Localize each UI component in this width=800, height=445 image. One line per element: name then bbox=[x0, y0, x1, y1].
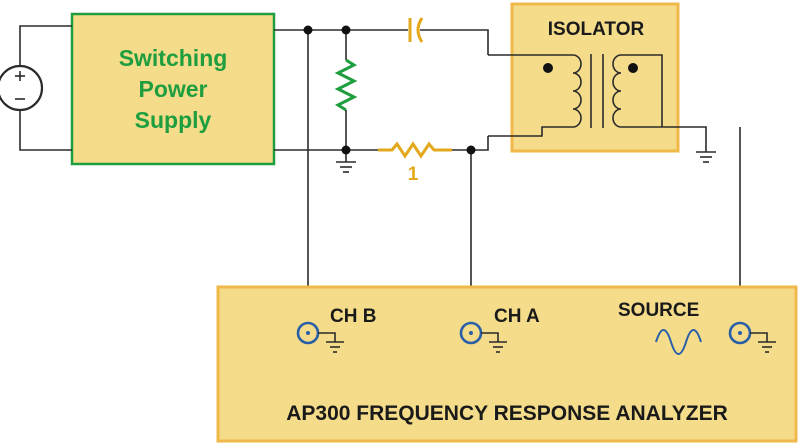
resistor-right-wire bbox=[452, 136, 489, 151]
source-label: SOURCE bbox=[618, 300, 699, 321]
voltage-source-icon bbox=[0, 25, 72, 151]
junction-dot bbox=[341, 145, 351, 155]
frequency-response-analyzer: CH B CH A SOURCE AP300 FREQUENCY RESPONS… bbox=[216, 285, 798, 443]
isolator-label: ISOLATOR bbox=[548, 19, 645, 40]
analyzer-title: AP300 FREQUENCY RESPONSE ANALYZER bbox=[286, 402, 728, 425]
injection-resistor: 1 bbox=[378, 141, 452, 185]
resistor-icon bbox=[334, 30, 358, 150]
transformer-icon bbox=[488, 54, 741, 327]
psu-label-line1: Switching bbox=[119, 45, 228, 71]
switching-power-supply: Switching Power Supply bbox=[70, 12, 276, 166]
bnc-connector-icon bbox=[459, 321, 507, 353]
injection-resistor-value: 1 bbox=[408, 164, 419, 185]
capacitor-right-wire bbox=[420, 29, 489, 55]
ch-b-label: CH B bbox=[330, 306, 376, 327]
junction-dot bbox=[341, 25, 351, 35]
junction-dot bbox=[303, 25, 313, 35]
bnc-connector-icon bbox=[728, 321, 776, 353]
capacitor-icon bbox=[408, 17, 424, 43]
bnc-connector-icon bbox=[296, 321, 344, 353]
psu-label-line3: Supply bbox=[135, 107, 212, 133]
isolator: ISOLATOR bbox=[510, 2, 680, 153]
junction-dot bbox=[466, 145, 476, 155]
psu-label-line2: Power bbox=[138, 76, 207, 102]
ground-icon bbox=[696, 151, 716, 163]
ch-a-label: CH A bbox=[494, 306, 540, 327]
sine-wave-icon bbox=[655, 329, 702, 355]
